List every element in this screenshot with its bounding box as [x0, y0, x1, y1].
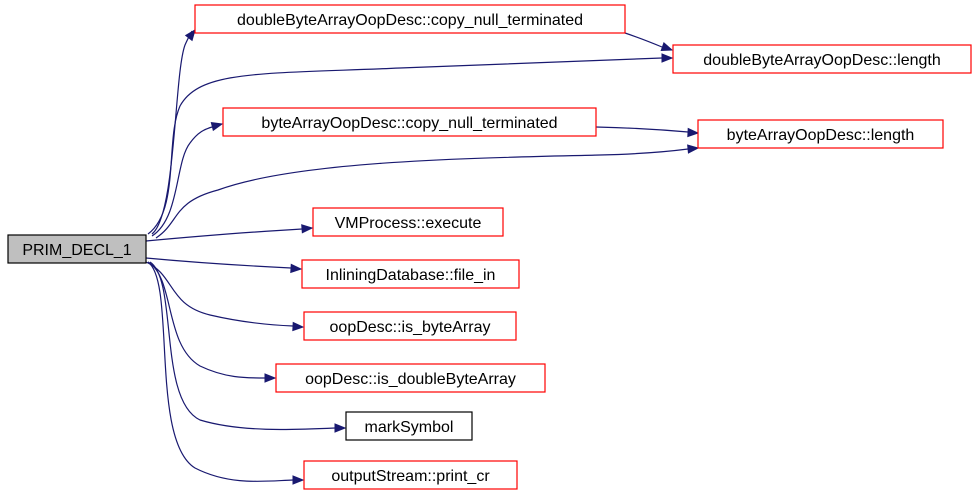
- node-box: [697, 119, 944, 149]
- edge-line: [145, 261, 294, 327]
- node-label: byteArrayOopDesc::length: [727, 127, 915, 144]
- edge-arrowhead: [290, 263, 303, 274]
- edge-arrowhead: [264, 373, 277, 383]
- node-label: byteArrayOopDesc::copy_null_terminated: [261, 115, 557, 132]
- edge-line: [595, 126, 689, 133]
- callee-node-n4[interactable]: byteArrayOopDesc::length: [697, 119, 944, 149]
- node-label: PRIM_DECL_1: [22, 242, 131, 259]
- node-label: InliningDatabase::file_in: [326, 267, 496, 284]
- node-label: markSymbol: [365, 419, 454, 436]
- edge-src-n4: [155, 144, 700, 239]
- node-box: [7, 234, 147, 264]
- edge-src-n3: [151, 121, 224, 237]
- edge-arrowhead: [661, 53, 674, 63]
- edge-src-n5: [145, 224, 314, 242]
- callee-node-n6[interactable]: InliningDatabase::file_in: [301, 259, 520, 289]
- node-box: [672, 44, 972, 74]
- node-label: outputStream::print_cr: [331, 468, 490, 485]
- callee-node-n5[interactable]: VMProcess::execute: [312, 207, 504, 237]
- edge-src-n8: [147, 261, 277, 383]
- node-label: doubleByteArrayOopDesc::length: [703, 52, 940, 69]
- edge-arrowhead: [210, 121, 224, 132]
- node-box: [303, 460, 518, 490]
- edge-arrowhead: [292, 321, 305, 332]
- callee-node-n10[interactable]: outputStream::print_cr: [303, 460, 518, 490]
- callee-node-n8[interactable]: oopDesc::is_doubleByteArray: [275, 363, 546, 393]
- edge-line: [145, 228, 303, 242]
- callee-node-n3[interactable]: byteArrayOopDesc::copy_null_terminated: [222, 107, 597, 137]
- edge-src-n10: [147, 261, 305, 485]
- callee-node-n7[interactable]: oopDesc::is_byteArray: [303, 311, 517, 341]
- node-label: VMProcess::execute: [335, 215, 482, 232]
- edge-line: [145, 257, 292, 269]
- edge-arrowhead: [301, 224, 314, 234]
- edge-src-n9: [149, 261, 347, 433]
- edge-src-n6: [145, 257, 303, 274]
- node-label: oopDesc::is_doubleByteArray: [305, 371, 516, 388]
- node-box: [345, 411, 473, 441]
- edge-arrowhead: [687, 144, 700, 154]
- node-box: [194, 4, 626, 34]
- edge-src-n1: [151, 28, 196, 235]
- callee-node-n2[interactable]: doubleByteArrayOopDesc::length: [672, 44, 972, 74]
- edge-n3-n4: [595, 126, 700, 138]
- node-box: [275, 363, 546, 393]
- edge-arrowhead: [334, 423, 347, 433]
- callee-node-n9[interactable]: markSymbol: [345, 411, 473, 441]
- edge-arrowhead: [184, 28, 196, 42]
- source-node[interactable]: PRIM_DECL_1: [7, 234, 147, 264]
- edge-src-n7: [145, 261, 305, 332]
- nodes-layer: PRIM_DECL_1 doubleByteArrayOopDesc::copy_…: [7, 4, 972, 490]
- node-box: [312, 207, 504, 237]
- edge-line: [147, 57, 663, 235]
- edge-line: [624, 32, 663, 48]
- node-box: [222, 107, 597, 137]
- edge-line: [151, 126, 213, 237]
- edge-arrowhead: [292, 475, 305, 485]
- node-box: [303, 311, 517, 341]
- node-label: oopDesc::is_byteArray: [330, 319, 491, 336]
- callee-node-n1[interactable]: doubleByteArrayOopDesc::copy_null_termin…: [194, 4, 626, 34]
- edge-line: [147, 261, 266, 379]
- edge-line: [149, 261, 336, 431]
- node-label: doubleByteArrayOopDesc::copy_null_termin…: [237, 12, 583, 29]
- edge-line: [147, 261, 294, 482]
- edge-src-n2: [147, 53, 674, 235]
- edge-arrowhead: [687, 127, 700, 138]
- node-box: [301, 259, 520, 289]
- edge-n1-n2: [624, 32, 674, 52]
- edge-arrowhead: [660, 42, 674, 52]
- edges-layer: [145, 28, 700, 485]
- edge-line: [155, 148, 689, 239]
